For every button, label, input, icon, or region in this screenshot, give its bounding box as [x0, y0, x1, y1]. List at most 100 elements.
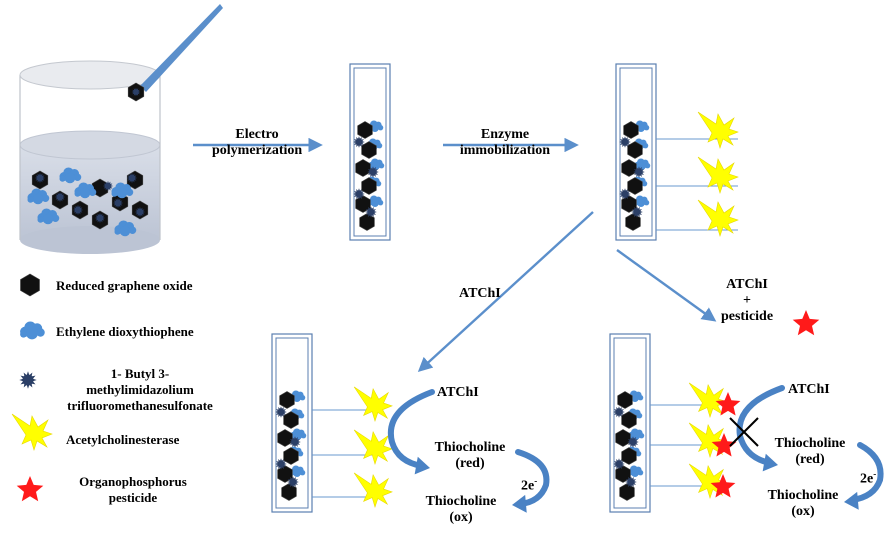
cloud-icon [74, 182, 97, 199]
inhibition-cross [729, 417, 759, 447]
cloud-icon [111, 182, 134, 199]
pipette [140, 4, 223, 92]
electrodes [271, 63, 741, 513]
arrowhead [414, 456, 430, 475]
step2-label: Enzyme immobilization [455, 127, 555, 159]
right-product-red-line1: Thiocholine [774, 436, 846, 451]
right-electrons-label: 2e- [860, 469, 877, 487]
hexagon-icon [621, 195, 637, 213]
yellow-star-icon [697, 156, 739, 194]
hexagon-icon [277, 429, 293, 447]
spiked-sphere-icon [134, 206, 146, 218]
spiked-sphere-icon [619, 136, 631, 148]
spiked-sphere-icon [613, 458, 625, 470]
electrode [349, 63, 391, 241]
left-product-red-line2: (red) [455, 456, 485, 471]
hexagon-icon [617, 391, 633, 409]
left-enzyme-arrow [387, 389, 435, 469]
hexagon-icon [355, 195, 371, 213]
reaction-arrows [387, 385, 884, 513]
step2-label-line2: immobilization [459, 143, 551, 158]
arrowhead [762, 453, 778, 472]
right-product-red: Thiocholine (red) [760, 436, 860, 468]
hexagon-icon [283, 447, 299, 465]
spiked-sphere-icon [627, 436, 639, 448]
hexagon-icon [627, 177, 643, 195]
legend-text-ache: Acetylcholinesterase [66, 432, 180, 447]
right-branch-line1: ATChI [726, 277, 768, 292]
spiked-sphere-icon [353, 136, 365, 148]
red-star-icon [792, 310, 820, 336]
right-branch-label: ATChI + pesticide [712, 277, 782, 325]
spiked-sphere-icon [94, 212, 106, 224]
cloud-icon [633, 195, 650, 208]
spiked-sphere-icon [275, 458, 287, 470]
left-product-ox-line2: (ox) [449, 510, 473, 525]
hexagon-icon [615, 429, 631, 447]
cloud-icon [27, 188, 50, 205]
right-branch-line2: + [743, 293, 751, 308]
hexagon-icon [355, 159, 371, 177]
arrowhead [844, 491, 859, 510]
step2-label-line1: Enzyme [480, 127, 530, 142]
spiked-sphere-icon [633, 166, 645, 178]
electrode [271, 333, 313, 513]
hexagon-icon [619, 483, 635, 501]
spiked-sphere-icon [54, 191, 66, 203]
red-star-icon [711, 433, 737, 457]
process-arrows [193, 137, 820, 372]
legend-text-edot: Ethylene dioxythiophene [56, 324, 194, 339]
red-star-icon [16, 476, 44, 502]
right-substrate-label: ATChI [788, 382, 830, 397]
spiked-sphere-icon [625, 476, 637, 488]
left-product-ox: Thiocholine (ox) [411, 494, 511, 526]
yellow-star-icon [353, 429, 393, 466]
spiked-sphere-icon [287, 476, 299, 488]
cloud-icon [20, 321, 45, 340]
left-redox-arrow [515, 449, 550, 507]
right-branch-arrow [616, 249, 717, 322]
legend-text-graphene: Reduced graphene oxide [56, 278, 193, 293]
spiked-sphere-icon [34, 172, 46, 184]
yellow-star-icon [11, 413, 53, 451]
hexagon-icon [277, 465, 293, 483]
hexagon-icon [361, 177, 377, 195]
red-star-icon [715, 392, 741, 416]
hexagon-icon [20, 273, 40, 297]
beaker-bottom [20, 226, 160, 254]
yellow-star-icon [353, 386, 393, 423]
hexagon-icon [615, 465, 631, 483]
spiked-sphere-icon [102, 180, 114, 192]
arrowhead [512, 494, 527, 513]
right-branch-line3: pesticide [720, 309, 774, 324]
right-redox-arrow [849, 442, 884, 503]
spiked-sphere-icon [112, 197, 124, 209]
spiked-sphere-icon [131, 87, 141, 97]
yellow-star-icon [353, 472, 393, 509]
step1-label: Electro polymerization [212, 127, 302, 159]
left-branch-label: ATChI [459, 286, 501, 301]
left-branch-arrow [417, 211, 594, 372]
cloud-icon [37, 208, 60, 225]
legend-text-pesticide: Organophosphorus pesticide [79, 474, 187, 505]
beaker [19, 4, 223, 254]
spiked-sphere-icon [72, 204, 84, 216]
spiked-sphere-icon [289, 436, 301, 448]
spiked-sphere-icon [365, 206, 377, 218]
red-star-icon [710, 474, 736, 498]
yellow-star-icon [688, 382, 728, 419]
spiked-sphere-icon [367, 166, 379, 178]
spiked-sphere-icon [619, 188, 631, 200]
hexagon-icon [625, 213, 641, 231]
step1-label-line1: Electro [235, 127, 279, 142]
left-product-red: Thiocholine (red) [420, 440, 520, 472]
yellow-star-icon [697, 111, 739, 149]
left-product-red-line1: Thiocholine [434, 440, 506, 455]
cloud-icon [627, 465, 644, 478]
hexagon-icon [359, 213, 375, 231]
hexagon-icon [357, 121, 373, 139]
left-electrons-label: 2e- [521, 476, 538, 494]
left-substrate-label: ATChI [437, 385, 479, 400]
